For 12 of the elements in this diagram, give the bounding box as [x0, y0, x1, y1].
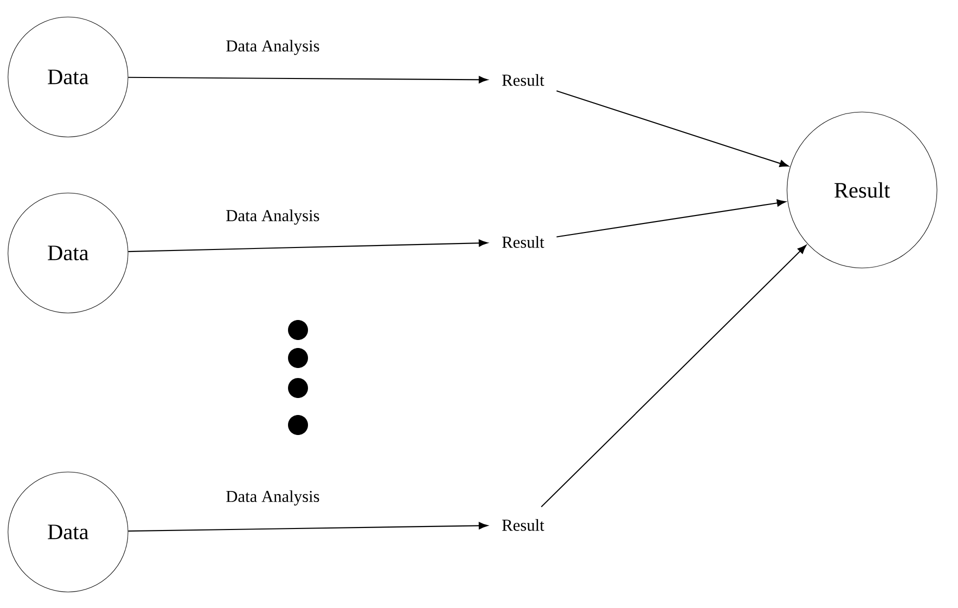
- result-label: Result: [502, 519, 544, 531]
- edge-label: Data Analysis: [226, 490, 320, 506]
- arrow: [128, 76, 488, 84]
- result-label: Result: [502, 74, 544, 86]
- arrow: [128, 239, 488, 252]
- arrow: [540, 244, 806, 508]
- edge-label: Data Analysis: [226, 210, 320, 225]
- result-label: Result: [502, 236, 544, 248]
- edge-label: Data Analysis: [226, 40, 320, 55]
- arrow: [556, 90, 789, 168]
- arrow: [128, 522, 488, 532]
- arrow: [556, 199, 786, 238]
